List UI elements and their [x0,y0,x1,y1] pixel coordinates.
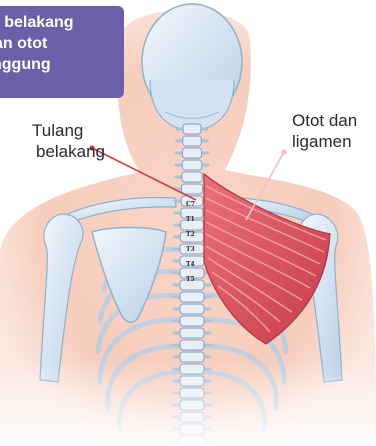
bottom-fade [0,360,376,446]
spine-label: Tulang belakang [32,120,105,162]
title-line-3: nggung [0,54,124,75]
title-line-2: an otot [0,33,124,54]
spine-label-line-2: belakang [36,141,105,162]
spine-label-line-1: Tulang [32,120,105,141]
vertebra-label: T1 [186,216,195,223]
skull [142,4,242,130]
vertebra-label: T4 [186,261,195,268]
vertebra-label: T3 [186,246,195,253]
vertebra-label: T2 [186,231,195,238]
muscle-label-line-1: Otot dan [292,110,357,131]
vertebra-label: C7 [186,201,195,208]
vertebra-label: T5 [186,276,195,283]
title-line-1: g belakang [0,12,124,33]
title-banner: g belakang an otot nggung [0,6,124,98]
muscle-label-line-2: ligamen [292,131,357,152]
muscle-label: Otot dan ligamen [292,110,357,152]
